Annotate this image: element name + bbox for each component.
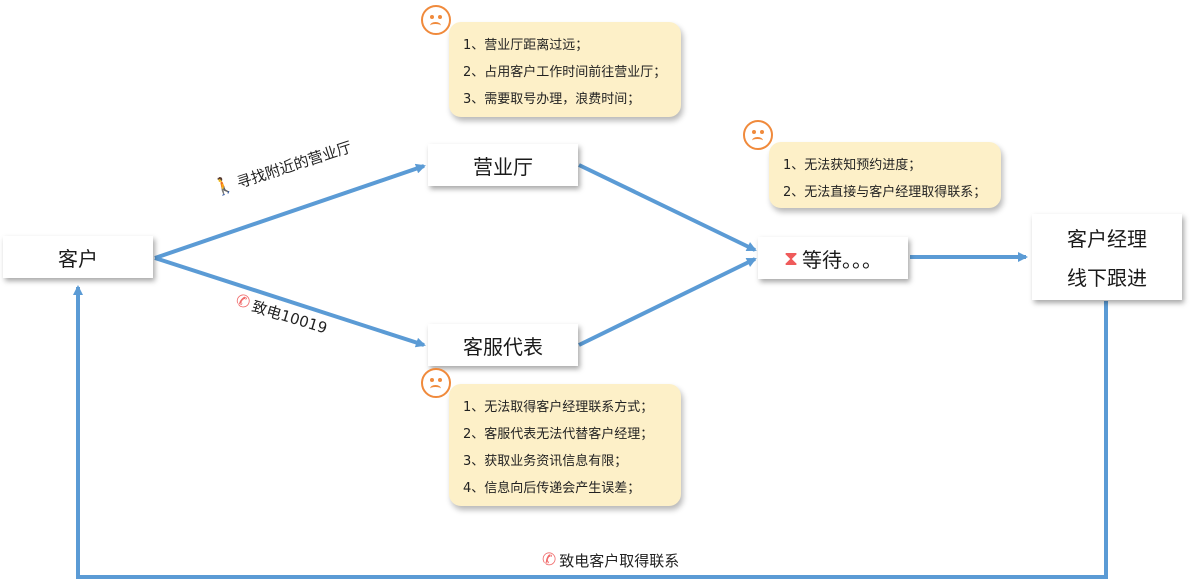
node-service: 客服代表 <box>428 324 578 366</box>
hourglass-icon: ⧗ <box>783 246 799 270</box>
manager-line-1: 客户经理 <box>1067 227 1147 252</box>
manager-line-2: 线下跟进 <box>1067 265 1147 290</box>
note-hall-problems: 1、营业厅距离过远； 2、占用客户工作时间前往营业厅； 3、需要取号办理，浪费时… <box>449 22 681 117</box>
note-line: 1、营业厅距离过远； <box>463 38 589 53</box>
arrow-customer-to-service <box>154 256 426 348</box>
node-customer: 客户 <box>3 236 153 278</box>
note-line: 2、无法直接与客户经理取得联系； <box>783 185 987 200</box>
phone-icon: ✆ <box>542 550 557 570</box>
note-line: 4、信息向后传递会产生误差； <box>463 481 641 496</box>
walking-person-icon: 🚶 <box>210 173 238 200</box>
edge-label-call-customer: ✆ 致电客户取得联系 <box>542 550 679 571</box>
note-line: 3、需要取号办理，浪费时间； <box>463 92 641 107</box>
sad-face-icon <box>421 5 451 35</box>
sad-face-icon <box>743 120 773 150</box>
node-waiting-label: 等待。。。 <box>802 247 883 272</box>
arrow-service-to-waiting <box>578 257 757 347</box>
node-waiting: ⧗ 等待。。。 <box>758 237 908 279</box>
note-line: 2、客服代表无法代替客户经理； <box>463 427 654 442</box>
phone-icon: ✆ <box>233 290 253 314</box>
node-hall: 营业厅 <box>428 144 578 186</box>
node-customer-manager: 客户经理 线下跟进 <box>1032 214 1182 300</box>
note-service-problems: 1、无法取得客户经理联系方式； 2、客服代表无法代替客户经理； 3、获取业务资讯… <box>449 384 681 506</box>
arrow-customer-to-hall <box>154 163 426 260</box>
arrow-manager-to-customer <box>73 285 1108 579</box>
note-line: 2、占用客户工作时间前往营业厅； <box>463 65 667 80</box>
arrow-hall-to-waiting <box>578 163 757 252</box>
note-line: 1、无法取得客户经理联系方式； <box>463 400 654 415</box>
note-waiting-problems: 1、无法获知预约进度； 2、无法直接与客户经理取得联系； <box>769 142 1001 208</box>
sad-face-icon <box>421 368 451 398</box>
call-customer-text: 致电客户取得联系 <box>559 552 680 570</box>
note-line: 1、无法获知预约进度； <box>783 158 922 173</box>
note-line: 3、获取业务资讯信息有限； <box>463 454 628 469</box>
